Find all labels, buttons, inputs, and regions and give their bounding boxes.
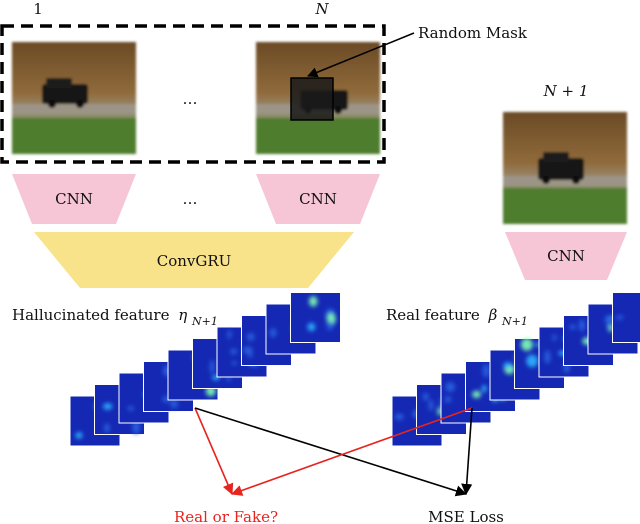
discriminator-label: Real or Fake? bbox=[174, 508, 278, 524]
random-mask-patch bbox=[290, 77, 334, 121]
frame-index-n: N bbox=[314, 0, 329, 18]
cnn-ellipsis: … bbox=[183, 190, 198, 208]
frame-image-n-plus-1 bbox=[503, 112, 627, 224]
hallucinated-feature-symbol: η bbox=[178, 306, 187, 324]
convgru-block: ConvGRU bbox=[34, 232, 354, 288]
input-sequence-box bbox=[0, 24, 386, 164]
real-feature-subscript: N+1 bbox=[501, 315, 528, 328]
real-feature-stack bbox=[391, 292, 640, 447]
frames-ellipsis: … bbox=[183, 90, 198, 108]
real-feature-text: Real feature bbox=[386, 306, 480, 324]
real-feature-label: Real feature β N+1 bbox=[386, 306, 528, 328]
convgru-label: ConvGRU bbox=[157, 252, 232, 270]
real-feature-symbol: β bbox=[488, 306, 498, 324]
random-mask-arrow bbox=[307, 32, 415, 78]
hallucinated-feature-subscript: N+1 bbox=[191, 315, 218, 328]
cnn-label-1: CNN bbox=[55, 190, 93, 208]
cnn-label-n: CNN bbox=[299, 190, 337, 208]
real-feature-tile bbox=[612, 292, 640, 343]
random-mask-label: Random Mask bbox=[418, 24, 528, 42]
hallucinated-to-mse-arrow bbox=[194, 407, 468, 497]
mse-loss-label: MSE Loss bbox=[428, 508, 504, 524]
hallucinated-feature-label: Hallucinated feature η N+1 bbox=[12, 306, 218, 328]
hallucinated-feature-tile bbox=[290, 292, 341, 343]
cnn-label-n-plus-1: CNN bbox=[547, 247, 585, 265]
frame-index-n-plus-1: N + 1 bbox=[543, 82, 589, 100]
cnn-block-n: CNN bbox=[256, 174, 380, 224]
hallucinated-to-discriminator-arrow bbox=[194, 407, 234, 496]
frame-index-1: 1 bbox=[33, 0, 43, 18]
cnn-block-1: CNN bbox=[12, 174, 136, 224]
hallucinated-feature-text: Hallucinated feature bbox=[12, 306, 170, 324]
cnn-block-n-plus-1: CNN bbox=[505, 232, 627, 280]
real-to-mse-arrow bbox=[461, 407, 473, 496]
real-to-discriminator-arrow bbox=[230, 407, 473, 496]
frame-image-1 bbox=[12, 42, 136, 154]
hallucinated-feature-stack bbox=[69, 292, 341, 447]
